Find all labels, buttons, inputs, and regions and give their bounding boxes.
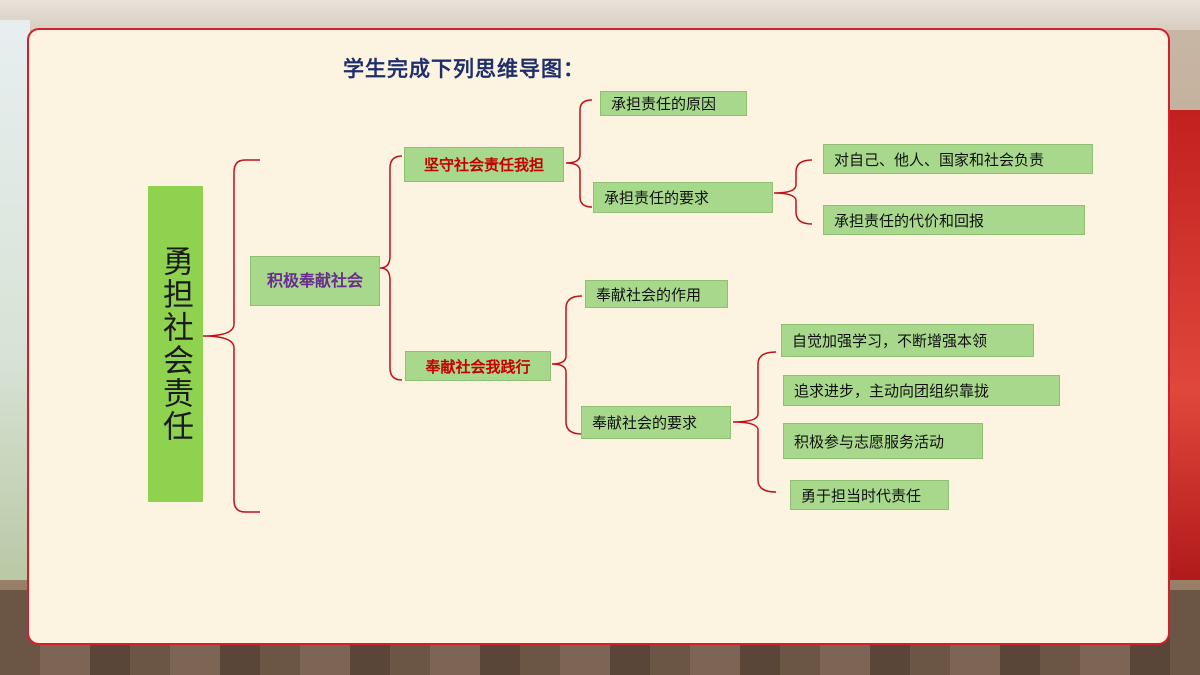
leaf-node: 奉献社会的要求	[581, 406, 731, 439]
leaf-node: 承担责任的代价和回报	[823, 205, 1085, 235]
branch1-bracket	[565, 99, 593, 208]
branch2-req-bracket	[732, 351, 777, 493]
branch-node-1: 坚守社会责任我担	[404, 147, 564, 182]
leaf-node: 积极参与志愿服务活动	[783, 423, 983, 459]
background-wall	[0, 0, 1200, 30]
leaf-node: 追求进步，主动向团组织靠拢	[783, 375, 1060, 406]
leaf-node: 自觉加强学习，不断增强本领	[781, 324, 1034, 357]
level1-bracket	[379, 155, 403, 381]
leaf-node: 对自己、他人、国家和社会负责	[823, 144, 1093, 174]
root-node: 勇担社会责任	[148, 186, 203, 502]
page-title: 学生完成下列思维导图：	[343, 57, 585, 81]
background-flag	[1170, 110, 1200, 580]
branch1-req-bracket	[773, 159, 813, 225]
leaf-node: 承担责任的要求	[593, 182, 773, 213]
branch2-bracket	[551, 295, 583, 435]
root-bracket	[202, 159, 260, 513]
level1-node: 积极奉献社会	[250, 256, 380, 306]
background-window	[0, 20, 30, 580]
branch-node-2: 奉献社会我践行	[405, 351, 551, 381]
leaf-node: 勇于担当时代责任	[790, 480, 949, 510]
leaf-node: 奉献社会的作用	[585, 280, 728, 308]
leaf-node: 承担责任的原因	[600, 91, 747, 116]
